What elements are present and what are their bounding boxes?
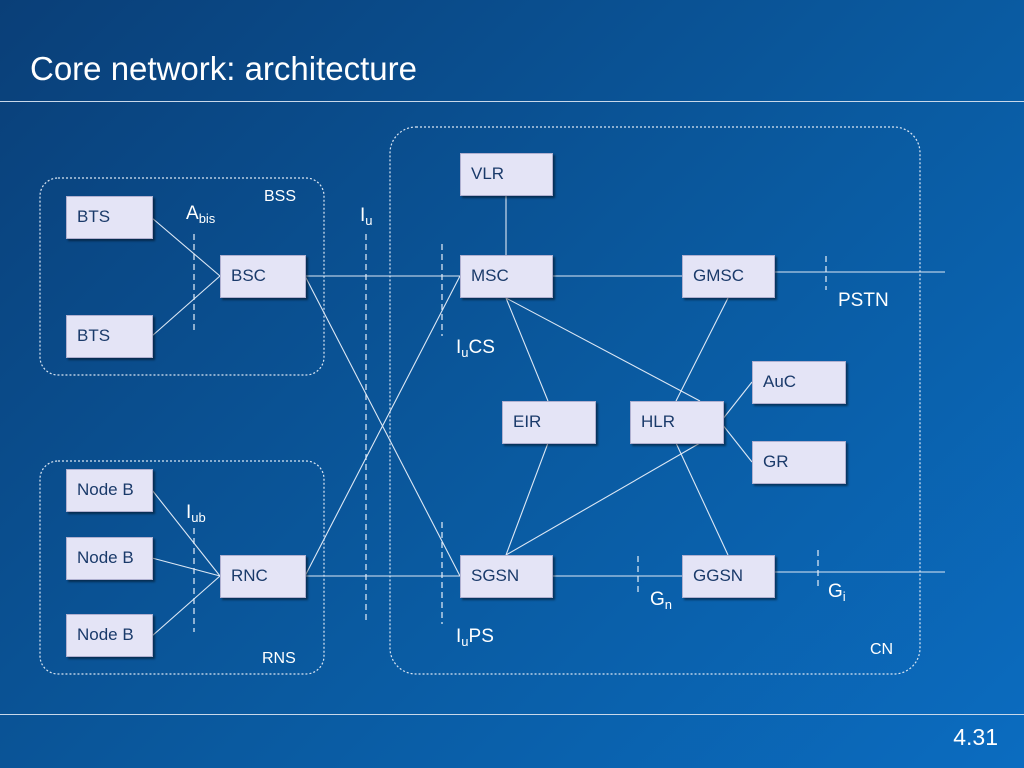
node-b-3: Node B (66, 614, 153, 657)
link-rnc-msc (304, 275, 461, 577)
cn-group-outline (389, 126, 921, 675)
bts-node-2: BTS (66, 315, 153, 358)
footer-divider (0, 714, 1024, 715)
auc-node: AuC (752, 361, 846, 404)
link-hlr-gr (721, 423, 753, 463)
vlr-node: VLR (460, 153, 553, 196)
link-hlr-ggsn (675, 442, 729, 556)
cn-label: CN (870, 641, 894, 658)
link-nodeb3-rnc (151, 575, 221, 637)
link-hlr-auc (721, 381, 753, 421)
pstn-label: PSTN (838, 290, 889, 311)
iub-interface-label: Iub (186, 502, 206, 525)
gmsc-node: GMSC (682, 255, 775, 298)
iups-interface-label: IuPS (456, 626, 494, 649)
gn-interface-label: Gn (650, 589, 673, 612)
link-nodeb2-rnc (151, 557, 221, 577)
iucs-interface-label: IuCS (456, 337, 495, 360)
hlr-node: HLR (630, 401, 724, 444)
iu-interface-label: Iu (360, 205, 373, 228)
link-bts1-bsc (151, 217, 221, 277)
gi-interface-label: Gi (828, 581, 846, 604)
link-msc-hlr (505, 297, 701, 402)
bss-label: BSS (264, 188, 297, 205)
link-nodeb1-rnc (151, 489, 221, 577)
bsc-node: BSC (220, 255, 306, 298)
link-gmsc-hlr (675, 297, 729, 402)
msc-node: MSC (460, 255, 553, 298)
page-title: Core network: architecture (30, 50, 417, 87)
link-bts2-bsc (151, 275, 221, 337)
rnc-node: RNC (220, 555, 306, 598)
node-b-1: Node B (66, 469, 153, 512)
sgsn-node: SGSN (460, 555, 553, 598)
link-msc-eir (505, 297, 549, 402)
eir-node: EIR (502, 401, 596, 444)
title-divider (0, 101, 1024, 102)
rns-label: RNS (262, 650, 296, 667)
node-b-2: Node B (66, 537, 153, 580)
rns-group-outline (39, 460, 325, 675)
bts-node-1: BTS (66, 196, 153, 239)
ggsn-node: GGSN (682, 555, 775, 598)
abis-interface-label: Abis (186, 203, 216, 226)
link-eir-sgsn (505, 442, 549, 556)
page-number: 4.31 (953, 724, 998, 750)
link-hlr-sgsn (505, 442, 701, 556)
gr-node: GR (752, 441, 846, 484)
